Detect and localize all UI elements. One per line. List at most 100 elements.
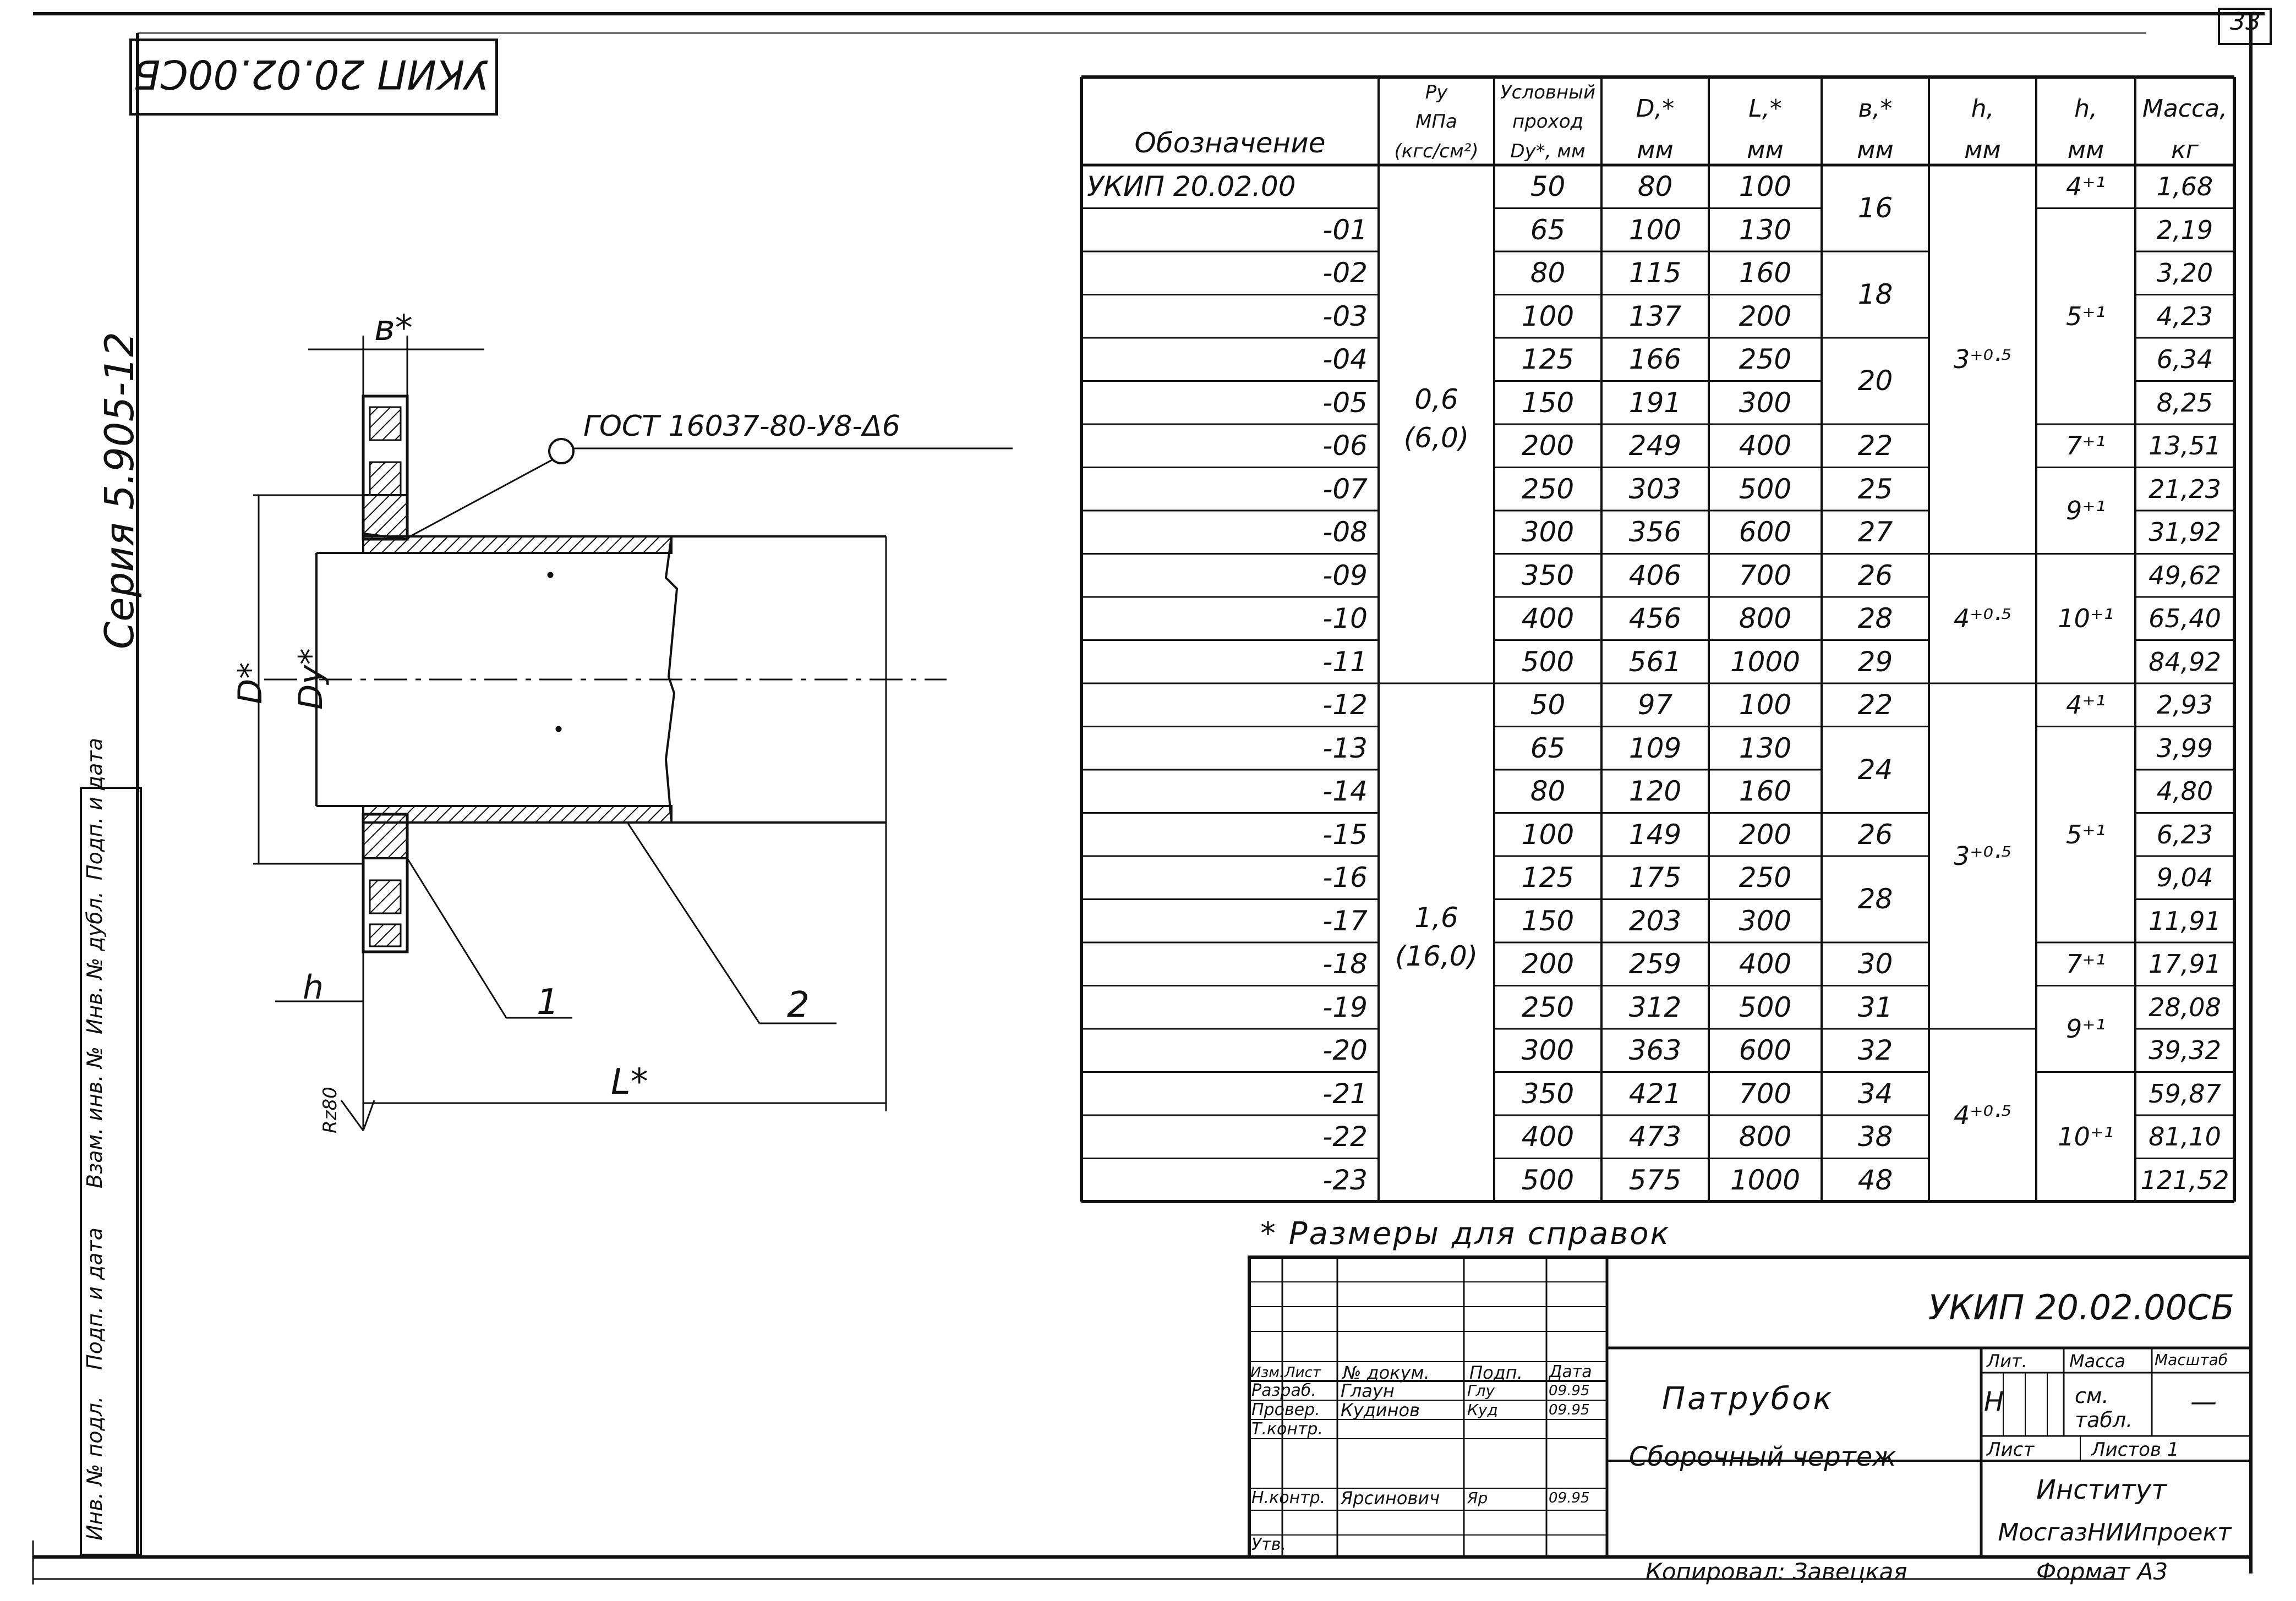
tb-head-date: Дата [1549,1362,1592,1381]
role-role: Н.контр. [1251,1488,1326,1507]
row-D: 100 [1628,213,1682,246]
row-D: 363 [1628,1034,1682,1066]
row-dy: 50 [1530,171,1566,202]
row-code: -16 [1322,862,1368,893]
role-role: Утв. [1251,1535,1286,1554]
row-dy: 100 [1521,300,1575,332]
row-code: -07 [1322,473,1368,505]
row-code: -23 [1322,1164,1368,1196]
tb-head-izm: Изм. [1250,1364,1284,1381]
row-mass: 11,91 [2149,906,2221,936]
row-code: -08 [1322,516,1368,548]
b_groups-cell: 25 [1857,473,1893,505]
role-name: Глаун [1341,1380,1395,1401]
h1_groups-cell: 9⁺¹ [2066,495,2106,525]
roughness-label: Rz80 [319,1087,341,1133]
row-L: 250 [1739,862,1792,893]
header-dy-2: Dy*, мм [1510,140,1586,162]
row-L: 250 [1739,343,1792,375]
dim-D-label: D* [231,662,270,704]
row-L: 500 [1739,473,1792,505]
header-L-1: мм [1747,136,1784,164]
row-code: -18 [1322,948,1368,980]
title-name: Патрубок [1662,1381,1834,1417]
row-D: 456 [1628,602,1682,634]
row-dy: 100 [1521,818,1575,851]
b_groups-cell: 26 [1857,818,1893,851]
row-D: 166 [1628,343,1682,375]
title-type: Сборочный чертеж [1629,1441,1896,1472]
row-code: -20 [1322,1034,1368,1066]
row-mass: 2,19 [2156,215,2213,245]
role-sign: Глу [1467,1381,1495,1400]
row-L: 300 [1739,386,1792,419]
role-name: Ярсинович [1341,1488,1440,1509]
row-L: 200 [1739,300,1792,332]
row-dy: 50 [1530,689,1566,721]
org-line-1: Институт [2036,1474,2167,1505]
b_groups-cell: 26 [1857,559,1893,591]
row-D: 115 [1628,257,1682,289]
row-code: -02 [1322,257,1368,289]
pipe-drawing [253,336,1013,1131]
row-mass: 17,91 [2149,949,2221,979]
h1_groups-cell: 10⁺¹ [2058,603,2114,633]
weld-note: ГОСТ 16037-80-У8-Δ6 [583,410,900,443]
row-code: -10 [1322,602,1368,634]
row-L: 600 [1739,1034,1792,1066]
row-D: 109 [1628,732,1682,764]
b_groups-cell: 31 [1857,991,1893,1023]
header-h-1: мм [1964,136,2001,164]
row-dy: 250 [1521,991,1575,1023]
row-L: 700 [1739,559,1792,591]
tb-head-sign: Подп. [1469,1362,1523,1383]
row-dy: 125 [1521,343,1575,375]
row-L: 800 [1739,1121,1792,1153]
row-dy: 150 [1521,386,1575,419]
b_groups-cell: 29 [1857,645,1893,678]
row-D: 203 [1628,904,1682,937]
b_groups-cell: 32 [1857,1034,1893,1066]
row-D: 259 [1628,948,1682,980]
row-L: 800 [1739,602,1792,634]
row-code: -06 [1322,430,1368,462]
row-L: 1000 [1730,645,1801,678]
h1_groups-cell: 5⁺¹ [2066,819,2106,849]
b_groups-cell: 20 [1857,365,1893,397]
header-mass-1: кг [2171,136,2199,164]
h_groups-cell: 3⁺⁰·⁵ [1953,841,2012,871]
sheets-label: Листов 1 [2091,1439,2179,1461]
row-dy: 65 [1530,213,1566,246]
pressure-mpa: 0,6 [1414,383,1458,415]
row-dy: 200 [1521,430,1575,462]
top-code-box [129,39,498,116]
row-code: -21 [1322,1077,1368,1110]
row-code: -14 [1322,775,1368,807]
doc-code: УКИП 20.02.00СБ [1928,1287,2234,1328]
row-dy: 80 [1530,775,1566,807]
org-line-2: МосгазНИИпроект [1998,1518,2232,1547]
header-mass-0: Масса, [2142,95,2228,123]
row-code: -01 [1322,213,1368,246]
row-D: 120 [1628,775,1682,807]
header-py-2: (кгс/см²) [1394,140,1479,162]
h1_groups-cell: 7⁺¹ [2066,949,2106,979]
row-mass: 21,23 [2149,474,2221,504]
role-date: 09.95 [1549,1402,1590,1418]
row-L: 300 [1739,904,1792,937]
row-L: 700 [1739,1077,1792,1110]
h1_groups-cell: 10⁺¹ [2058,1121,2114,1152]
row-dy: 300 [1521,1034,1575,1066]
dim-h-label: h [303,968,324,1007]
row-mass: 6,34 [2156,344,2213,374]
row-D: 421 [1628,1077,1682,1110]
pressure-kgs: (16,0) [1395,940,1478,972]
row-mass: 84,92 [2149,646,2221,677]
h1_groups-cell: 5⁺¹ [2066,301,2106,331]
h1_groups-cell: 7⁺¹ [2066,431,2106,460]
row-mass: 4,80 [2156,776,2213,806]
row-mass: 65,40 [2149,604,2221,633]
b_groups-cell: 30 [1857,948,1893,980]
row-D: 137 [1628,300,1682,332]
scale-value: — [2190,1386,2217,1417]
